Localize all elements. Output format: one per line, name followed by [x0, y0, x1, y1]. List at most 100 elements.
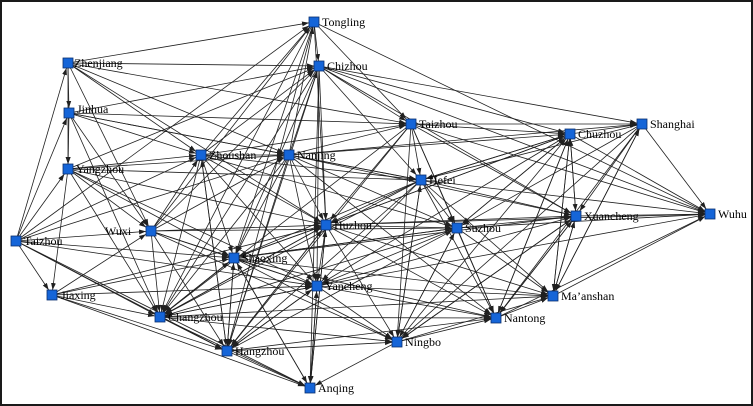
edge-suzhou-to-changzhou	[164, 227, 458, 316]
edge-nantong-to-maanshan	[495, 297, 549, 319]
edge-yangzhou-to-hefei	[67, 168, 417, 183]
edge-nanjing-to-hefei	[288, 154, 417, 181]
edge-huzhou-to-maanshan	[325, 224, 549, 295]
node-label-taizhou_js: Taizhou	[24, 234, 62, 248]
edge-changzhou-to-shaoxing	[159, 261, 230, 318]
node-marker-chizhou	[313, 60, 325, 72]
node-marker-wuxi	[145, 225, 157, 237]
edge-wuxi-to-hangzhou	[150, 230, 225, 347]
edge-anqing-to-shaoxing	[236, 262, 311, 389]
edge-suzhou-to-xuancheng	[456, 214, 572, 229]
node-chizhou: Chizhou	[313, 59, 368, 73]
edge-jiaxing-to-shaoxing	[51, 257, 230, 296]
edge-ningbo-to-suzhou	[396, 232, 455, 343]
node-marker-yangzhou	[62, 163, 74, 175]
node-label-suzhou: Suzhou	[465, 221, 501, 235]
edge-nanjing-to-chuzhou	[288, 132, 566, 156]
node-label-chizhou: Chizhou	[327, 59, 368, 73]
node-marker-taizhou_js	[10, 235, 22, 247]
edge-hangzhou-to-suzhou	[226, 230, 453, 352]
edge-zhenjiang-to-chizhou	[67, 62, 315, 69]
edge-huzhou-to-suzhou	[325, 224, 453, 231]
edge-zhenjiang-to-zhoushan	[67, 62, 197, 152]
edge-jiaxing-to-changzhou	[51, 294, 156, 318]
edge-tongling-to-huzhou	[313, 21, 328, 221]
edge-hangzhou-to-ningbo	[226, 340, 393, 352]
node-marker-zhoushan	[195, 149, 207, 161]
edge-wuxi-to-zhoushan	[150, 159, 199, 232]
node-label-huzhou: Huzhou	[334, 218, 372, 232]
edge-ningbo-to-chuzhou	[396, 138, 567, 343]
node-marker-zhenjiang	[62, 57, 74, 69]
edge-jinhua-to-wuxi	[68, 112, 148, 227]
node-hefei: Hefei	[415, 173, 456, 187]
edge-shanghai-to-suzhou	[461, 123, 643, 226]
node-marker-ningbo	[391, 336, 403, 348]
node-marker-hangzhou	[221, 345, 233, 357]
edge-jinhua-to-changzhou	[68, 112, 159, 313]
node-hangzhou: Hangzhou	[221, 344, 284, 358]
edge-ningbo-to-anqing	[314, 341, 398, 386]
edge-taizhou_js-to-wuxi	[15, 229, 147, 242]
edge-wuxi-to-tongling	[150, 26, 311, 232]
edge-wuxi-to-ningbo	[150, 230, 393, 341]
node-label-taizhou_zj: Taizhou	[419, 117, 457, 131]
edge-chuzhou-to-shanghai	[569, 123, 638, 135]
node-ningbo: Ningbo	[391, 335, 441, 349]
node-marker-wuhu	[704, 208, 716, 220]
node-chuzhou: Chuzhou	[564, 127, 621, 141]
edge-yangzhou-to-wuxi	[67, 168, 147, 228]
edge-nanjing-to-nantong	[288, 154, 492, 315]
edge-zhenjiang-to-wuxi	[67, 62, 149, 227]
edge-taizhou_js-to-tongling	[15, 25, 310, 242]
edge-shanghai-to-xuancheng	[579, 123, 643, 212]
node-yangzhou: Yangzhou	[62, 162, 124, 176]
edge-zhenjiang-to-taizhou_zj	[67, 62, 407, 125]
edge-zhoushan-to-changzhou	[160, 154, 202, 313]
node-taizhou_js: Taizhou	[10, 234, 62, 248]
node-label-shanghai: Shanghai	[650, 117, 695, 131]
edge-jinhua-to-zhoushan	[68, 112, 197, 154]
edge-huzhou-to-wuhu	[325, 211, 706, 226]
edge-shaoxing-to-suzhou	[233, 227, 453, 259]
edge-huzhou-to-nantong	[325, 224, 492, 316]
edge-jiaxing-to-wuxi	[51, 233, 147, 296]
edge-wuxi-to-chizhou	[150, 70, 315, 232]
edge-chuzhou-to-wuhu	[569, 133, 706, 212]
edge-chizhou-to-chuzhou	[318, 65, 566, 134]
edge-zhenjiang-to-huzhou	[67, 62, 322, 223]
edge-yangzhou-to-changzhou	[67, 168, 158, 313]
node-label-jinhua: Jinhua	[77, 102, 109, 116]
node-label-ningbo: Ningbo	[405, 335, 441, 349]
edge-chizhou-to-wuhu	[318, 65, 706, 213]
edge-maanshan-to-wuhu	[552, 216, 706, 297]
node-xuancheng: Xuancheng	[570, 209, 639, 223]
edge-yangzhou-to-jiaxing	[51, 168, 69, 291]
edge-chizhou-to-xuancheng	[318, 65, 572, 214]
node-nantong: Nantong	[490, 311, 545, 325]
edge-shaoxing-to-nantong	[233, 257, 492, 318]
edge-changzhou-to-huzhou	[159, 227, 322, 318]
node-anqing: Anqing	[304, 381, 354, 395]
node-marker-chuzhou	[564, 128, 576, 140]
edge-yangzhou-to-nanjing	[67, 153, 285, 170]
edge-suzhou-to-chuzhou	[456, 137, 566, 229]
edge-nanjing-to-tongling	[288, 26, 315, 156]
edge-changzhou-to-nantong	[159, 315, 492, 321]
node-marker-nantong	[490, 312, 502, 324]
edge-changzhou-to-anqing	[159, 316, 306, 386]
edge-tongling-to-taizhou_zj	[313, 21, 407, 120]
edge-suzhou-to-yancheng	[321, 227, 458, 285]
node-label-nantong: Nantong	[504, 311, 545, 325]
edge-zhenjiang-to-tongling	[67, 21, 310, 64]
node-label-wuhu: Wuhu	[718, 207, 747, 221]
edge-chizhou-to-taizhou_zj	[318, 65, 407, 122]
edge-zhoushan-to-taizhou_zj	[200, 123, 407, 156]
edge-hefei-to-nantong	[420, 179, 494, 314]
edge-taizhou_js-to-jinhua	[15, 117, 68, 242]
edge-yangzhou-to-yancheng	[67, 168, 313, 285]
edge-jiaxing-to-huzhou	[51, 225, 322, 296]
node-label-shaoxing: Shaoxing	[242, 251, 287, 265]
